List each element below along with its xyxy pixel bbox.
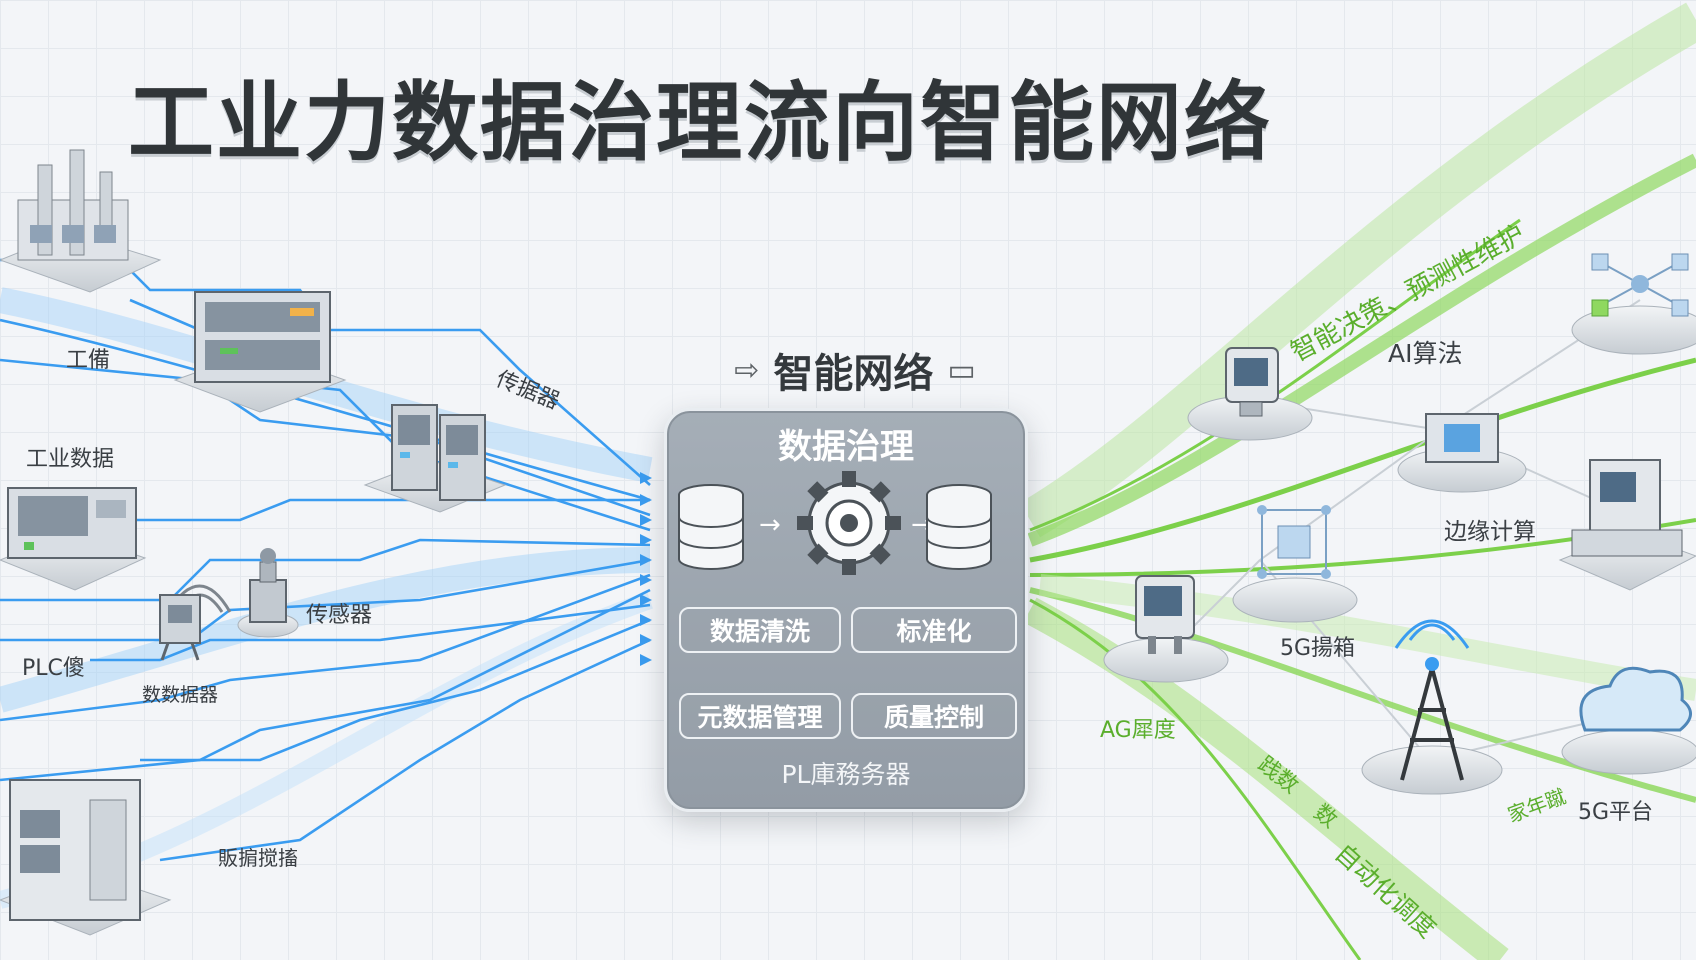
- collector-label: 数数据器: [142, 684, 219, 706]
- governance-process-graphic: → →: [678, 471, 992, 575]
- factory-icon: [0, 149, 162, 293]
- rack-server-icon: [363, 404, 507, 513]
- network-cube-icon: [1571, 253, 1696, 355]
- plc-box-icon: [0, 487, 147, 591]
- edge-label: 边缘计算: [1444, 519, 1536, 545]
- sensor-label: 传感器: [306, 603, 373, 628]
- fiveg-box-label: 5G揚箱: [1280, 636, 1356, 661]
- arrow-icon: →: [759, 510, 781, 540]
- ai-chip-icon: [1397, 413, 1527, 493]
- gear-icon: [797, 471, 901, 575]
- ag-robot-icon: [1103, 575, 1229, 683]
- panel-title: 数据治理: [778, 427, 914, 467]
- tower-server-icon: [0, 779, 172, 936]
- server-cabinet-icon: [173, 291, 347, 413]
- edge-server-icon: [1558, 459, 1696, 591]
- database-icon: [926, 484, 992, 570]
- cell-tower-icon: [1361, 619, 1503, 795]
- step-standardize: 标准化: [851, 607, 1017, 653]
- blue-arrowheads: [640, 472, 652, 666]
- step-metadata: 元数据管理: [679, 693, 841, 739]
- dash-icon: ▭: [947, 352, 976, 388]
- factory-label: 工備: [66, 348, 111, 373]
- fiveg-box-icon: [1232, 505, 1358, 623]
- database-icon: [678, 484, 744, 570]
- page-title: 工业力数据治理流向智能网络: [128, 73, 1272, 173]
- plc-label: PLC傻: [22, 656, 85, 681]
- arrow-right-icon: ⇨: [734, 352, 760, 388]
- collector-robot-icon: [159, 584, 232, 661]
- green-flow-ribbons: [1019, 2, 1696, 960]
- data-governance-panel: 数据治理 → →: [664, 408, 1028, 812]
- server-bottom-label: 販掮搅搐: [218, 846, 298, 870]
- ag-label: AG犀度: [1100, 718, 1176, 743]
- panel-footer: PL庫務务器: [781, 760, 911, 789]
- cloud-icon: [1561, 666, 1696, 775]
- hub-heading: ⇨ 智能网络 ▭: [690, 340, 1020, 400]
- step-data-cleaning: 数据清洗: [679, 607, 841, 653]
- robot-terminal-icon: [1187, 347, 1313, 441]
- hub-heading-text: 智能网络: [773, 351, 934, 397]
- sensor-icon: [237, 548, 299, 638]
- step-quality: 质量控制: [851, 693, 1017, 739]
- fiveg-platform-label: 5G平台: [1578, 800, 1654, 825]
- industrial-data-label: 工业数据: [26, 447, 115, 472]
- ai-label: AI算法: [1388, 339, 1463, 368]
